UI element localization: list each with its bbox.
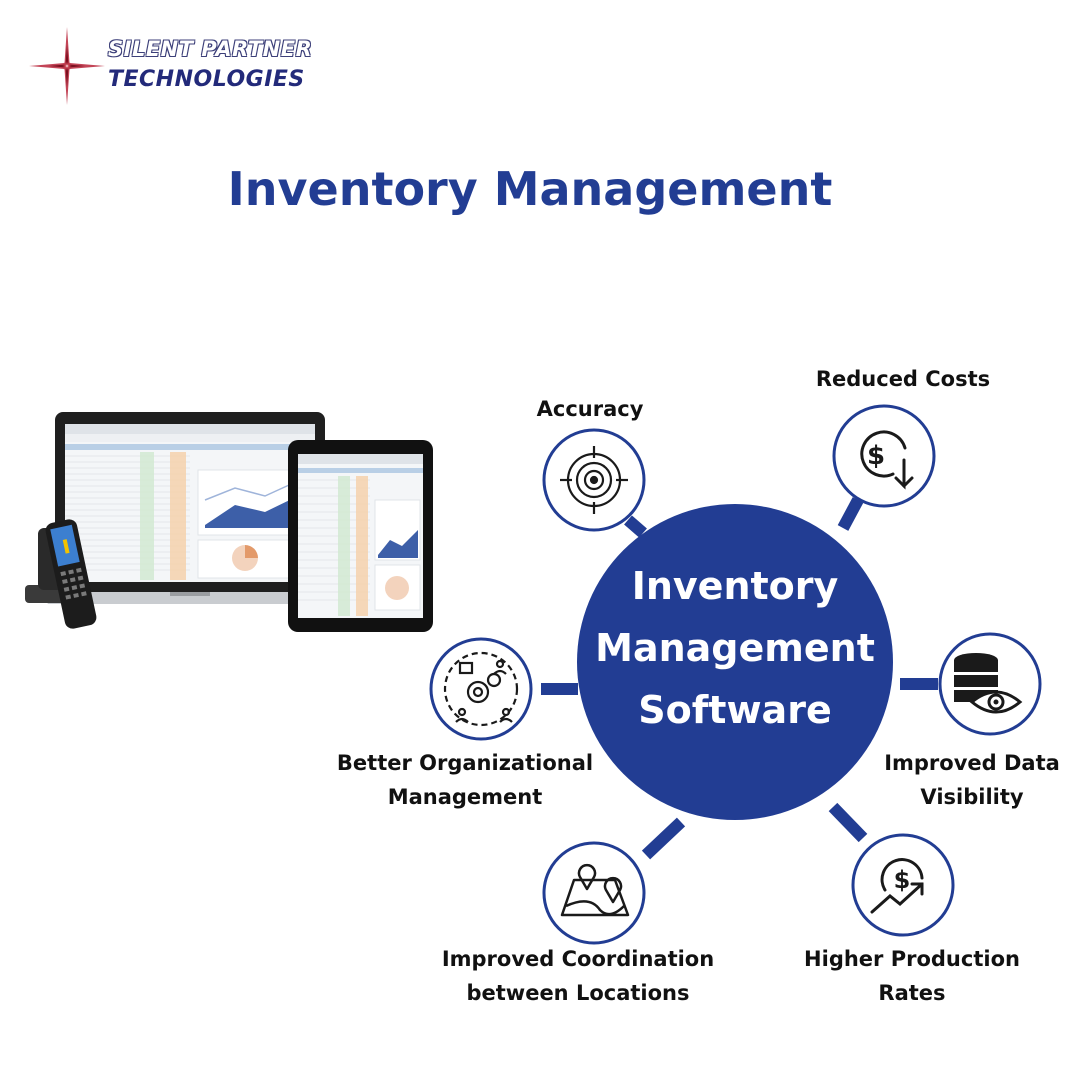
connector-accuracy [624, 515, 647, 538]
logo-text-line2: TECHNOLOGIES [108, 67, 305, 92]
label-line: Rates [878, 981, 946, 1005]
label-better-organizational-management: Better Organizational Management [337, 746, 593, 814]
star-flare-icon [29, 27, 105, 105]
label-improved-coordination: Improved Coordination between Locations [442, 942, 714, 1010]
label-line: Improved Data [884, 751, 1060, 775]
hub-label-line: Software [638, 688, 832, 732]
label-line: Better Organizational [336, 751, 594, 775]
label-line: Management [387, 785, 543, 809]
ring-production [851, 833, 955, 937]
label-line: Visibility [920, 785, 1024, 809]
svg-text:$: $ [894, 866, 911, 894]
company-logo: SILENT PARTNER TECHNOLOGIES [25, 25, 312, 115]
ring-coordination [542, 841, 646, 945]
tablet-icon [288, 440, 433, 632]
barcode-scanner-icon [25, 519, 97, 629]
logo-text-line1: SILENT PARTNER [108, 37, 313, 61]
label-line: Reduced Costs [815, 367, 991, 391]
laptop-icon [40, 412, 340, 604]
hub-label-line: Inventory [631, 564, 839, 608]
page-title: Inventory Management [227, 162, 833, 216]
hub-label: Inventory Management Software [580, 555, 890, 741]
devices-illustration [25, 412, 433, 632]
label-line: Improved Coordination [441, 947, 715, 971]
hub-circle [577, 504, 893, 820]
hub-label-line: Management [595, 626, 875, 670]
label-improved-data-visibility: Improved Data Visibility [884, 746, 1060, 814]
label-higher-production-rates: Higher Production Rates [804, 942, 1020, 1010]
database-eye-icon [954, 653, 1023, 714]
map-location-pins-icon [560, 863, 630, 917]
connector-production [828, 802, 868, 843]
label-line: between Locations [466, 981, 690, 1005]
label-accuracy: Accuracy [537, 392, 644, 426]
label-line: Accuracy [536, 397, 644, 421]
dollar-trend-up-icon: $ [870, 858, 924, 914]
label-reduced-costs: Reduced Costs [816, 362, 990, 396]
connector-coordination [641, 817, 686, 860]
label-line: Higher Production [804, 947, 1020, 971]
puzzle-gear-people-icon [443, 651, 519, 727]
target-gear-icon [560, 446, 628, 514]
dollar-down-arrow-icon: $ [860, 430, 914, 490]
connector-reduced-costs [837, 497, 864, 531]
svg-text:$: $ [867, 441, 885, 471]
